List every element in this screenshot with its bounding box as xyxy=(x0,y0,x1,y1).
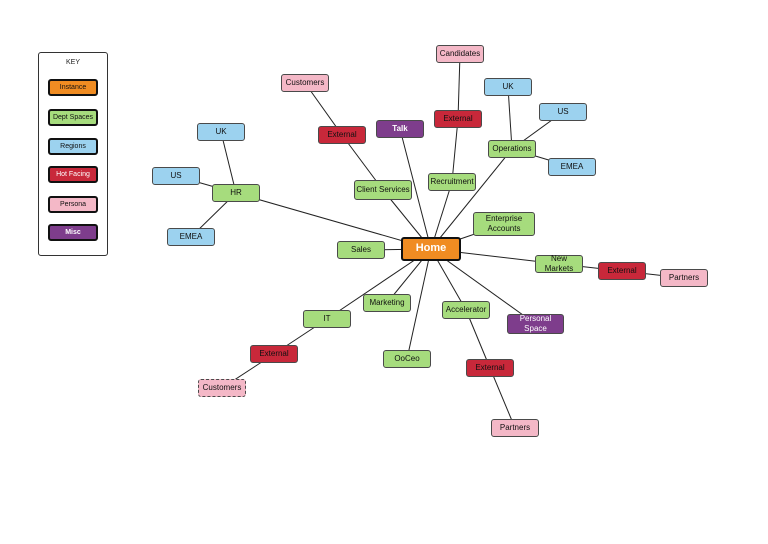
hr-emea-node[interactable]: EMEA xyxy=(167,228,215,246)
ooceo-node[interactable]: OoCeo xyxy=(383,350,431,368)
edge-home-hr xyxy=(235,192,432,250)
edge-operations-ops_uk xyxy=(507,86,513,150)
key-item-instance: Instance xyxy=(48,79,98,96)
edge-home-operations xyxy=(430,148,513,250)
accelerator-external-node[interactable]: External xyxy=(466,359,514,377)
edge-rec_external-rec_candidates xyxy=(457,53,461,120)
operations-emea-node[interactable]: EMEA xyxy=(548,158,596,176)
key-item-dept-spaces: Dept Spaces xyxy=(48,109,98,126)
talk-node[interactable]: Talk xyxy=(376,120,424,138)
enterprise-accounts-node[interactable]: Enterprise Accounts xyxy=(473,212,535,236)
sales-node[interactable]: Sales xyxy=(337,241,385,259)
it-node[interactable]: IT xyxy=(303,310,351,328)
edge-hr-hr_uk xyxy=(220,131,237,194)
recruitment-node[interactable]: Recruitment xyxy=(428,173,476,191)
key-item-persona: Persona xyxy=(48,196,98,213)
home-node[interactable]: Home xyxy=(401,237,461,261)
client-services-node[interactable]: Client Services xyxy=(354,180,412,200)
edge-accelerator-acc_external xyxy=(465,309,491,369)
client-services-customers-node[interactable]: Customers xyxy=(281,74,329,92)
new-markets-node[interactable]: New Markets xyxy=(535,254,583,273)
new-markets-partners-node[interactable]: Partners xyxy=(660,269,708,287)
it-customers-node[interactable]: Customers xyxy=(198,379,246,397)
new-markets-external-node[interactable]: External xyxy=(598,262,646,280)
diagram-key: KEY Instance Dept Spaces Regions Hot Fac… xyxy=(38,52,108,256)
edge-recruitment-rec_external xyxy=(451,118,459,183)
operations-us-node[interactable]: US xyxy=(539,103,587,121)
key-title: KEY xyxy=(65,59,80,66)
operations-uk-node[interactable]: UK xyxy=(484,78,532,96)
key-item-misc: Misc xyxy=(48,224,98,241)
hr-us-node[interactable]: US xyxy=(152,167,200,185)
personal-space-node[interactable]: Personal Space xyxy=(507,314,564,334)
it-external-node[interactable]: External xyxy=(250,345,298,363)
edge-home-ooceo xyxy=(406,248,432,360)
edge-home-personal_space xyxy=(430,248,536,325)
client-services-external-node[interactable]: External xyxy=(318,126,366,144)
key-item-regions: Regions xyxy=(48,138,98,155)
operations-node[interactable]: Operations xyxy=(488,140,536,158)
marketing-node[interactable]: Marketing xyxy=(363,294,411,312)
recruitment-external-node[interactable]: External xyxy=(434,110,482,128)
key-item-hot-facing: Hot Facing xyxy=(48,166,98,183)
hr-node[interactable]: HR xyxy=(212,184,260,202)
recruitment-candidates-node[interactable]: Candidates xyxy=(436,45,484,63)
hr-uk-node[interactable]: UK xyxy=(197,123,245,141)
edge-acc_external-acc_partners xyxy=(489,367,516,429)
accelerator-partners-node[interactable]: Partners xyxy=(491,419,539,437)
accelerator-node[interactable]: Accelerator xyxy=(442,301,490,319)
edge-home-talk xyxy=(399,128,432,250)
